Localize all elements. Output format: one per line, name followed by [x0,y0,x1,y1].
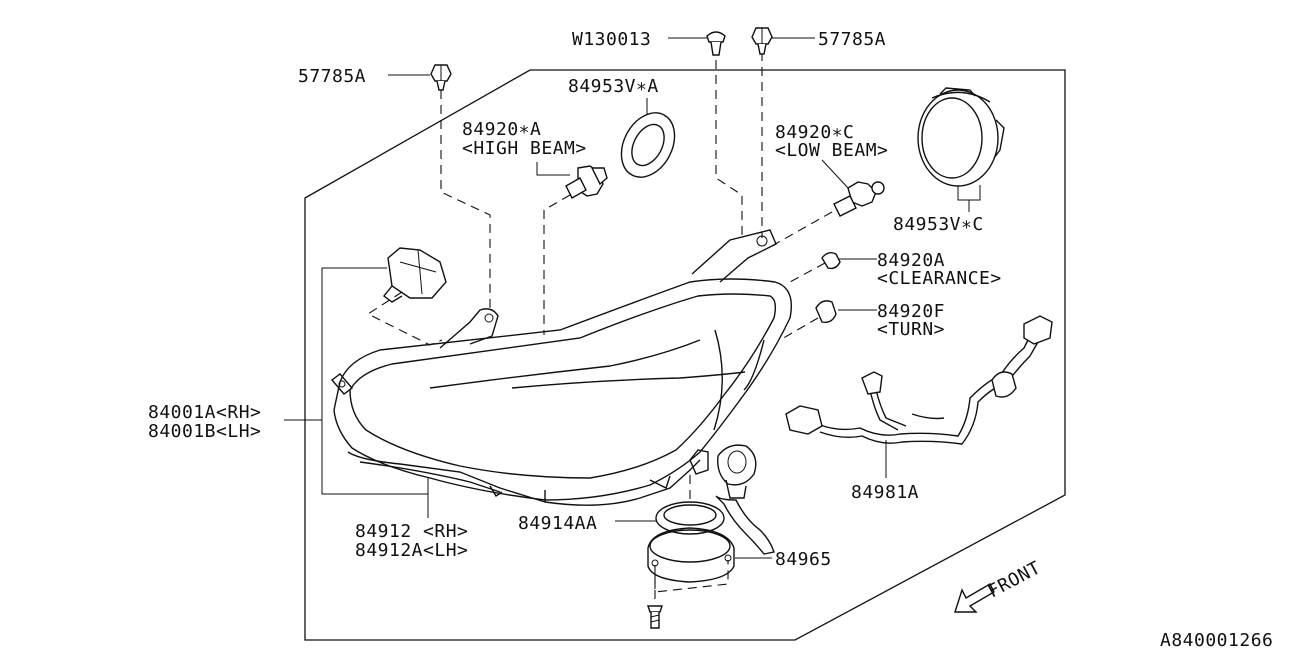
label-diagram-id: A840001266 [1160,630,1273,651]
label-84965: 84965 [775,549,832,570]
dash-leveling-motor [366,291,443,346]
leader-84953v-c [957,185,981,201]
label-84953v-c: 84953V∗C [893,214,984,235]
label-84914aa: 84914AA [518,513,597,534]
clip-57785a-right-icon [751,27,773,55]
label-84912a-lh: 84912A<LH> [355,540,468,561]
assembly-boundary [304,69,1066,641]
dash-clearance [789,262,826,283]
low-beam-bulb-icon [833,181,885,217]
label-84981a: 84981A [851,482,919,503]
leader-84920-a [536,162,570,176]
label-57785a-left: 57785A [298,66,366,87]
label-high-beam: <HIGH BEAM> [462,138,587,159]
front-arrow-icon: FRONT [954,557,1044,613]
dash-w130013 [715,60,743,240]
label-57785a-right: 57785A [818,29,886,50]
label-84912-rh: 84912 <RH> [355,521,468,542]
dash-turn [779,317,819,341]
screw-icon [647,605,663,629]
dash-bracket-screws [654,560,729,593]
clearance-bulb-icon [821,251,841,270]
high-beam-bulb-icon [565,165,608,199]
leader-84001-bracket [321,267,428,495]
dash-low-bulb [769,211,833,248]
leader-84920-c [821,159,849,189]
label-84920f: 84920F [877,301,945,322]
label-clearance: <CLEARANCE> [877,268,1002,289]
ring-84953v-c-icon [917,87,1005,187]
label-84001b-lh: 84001B<LH> [148,421,261,442]
dash-clip-left [440,90,491,312]
seal-84914aa-icon [655,501,725,535]
label-84920-a: 84920∗A [462,119,541,140]
ring-84953v-a-icon [620,112,676,178]
wiring-harness-icon [785,315,1053,445]
clip-57785a-left-icon [430,64,452,91]
label-84920-c: 84920∗C [775,122,854,143]
turn-bulb-icon [815,300,837,324]
front-label: FRONT [984,557,1044,602]
headlamp-assembly-icon [330,229,793,506]
leveling-motor-icon [383,247,447,303]
bracket-84965-icon [647,444,775,583]
w130013-clip-icon [706,31,726,56]
label-w130013: W130013 [572,29,651,50]
dash-high-bulb [543,194,571,335]
label-low-beam: <LOW BEAM> [775,140,888,161]
label-turn: <TURN> [877,319,945,340]
label-84920a: 84920A [877,250,945,271]
label-84953v-a: 84953V∗A [568,76,659,97]
label-84001a-rh: 84001A<RH> [148,402,261,423]
